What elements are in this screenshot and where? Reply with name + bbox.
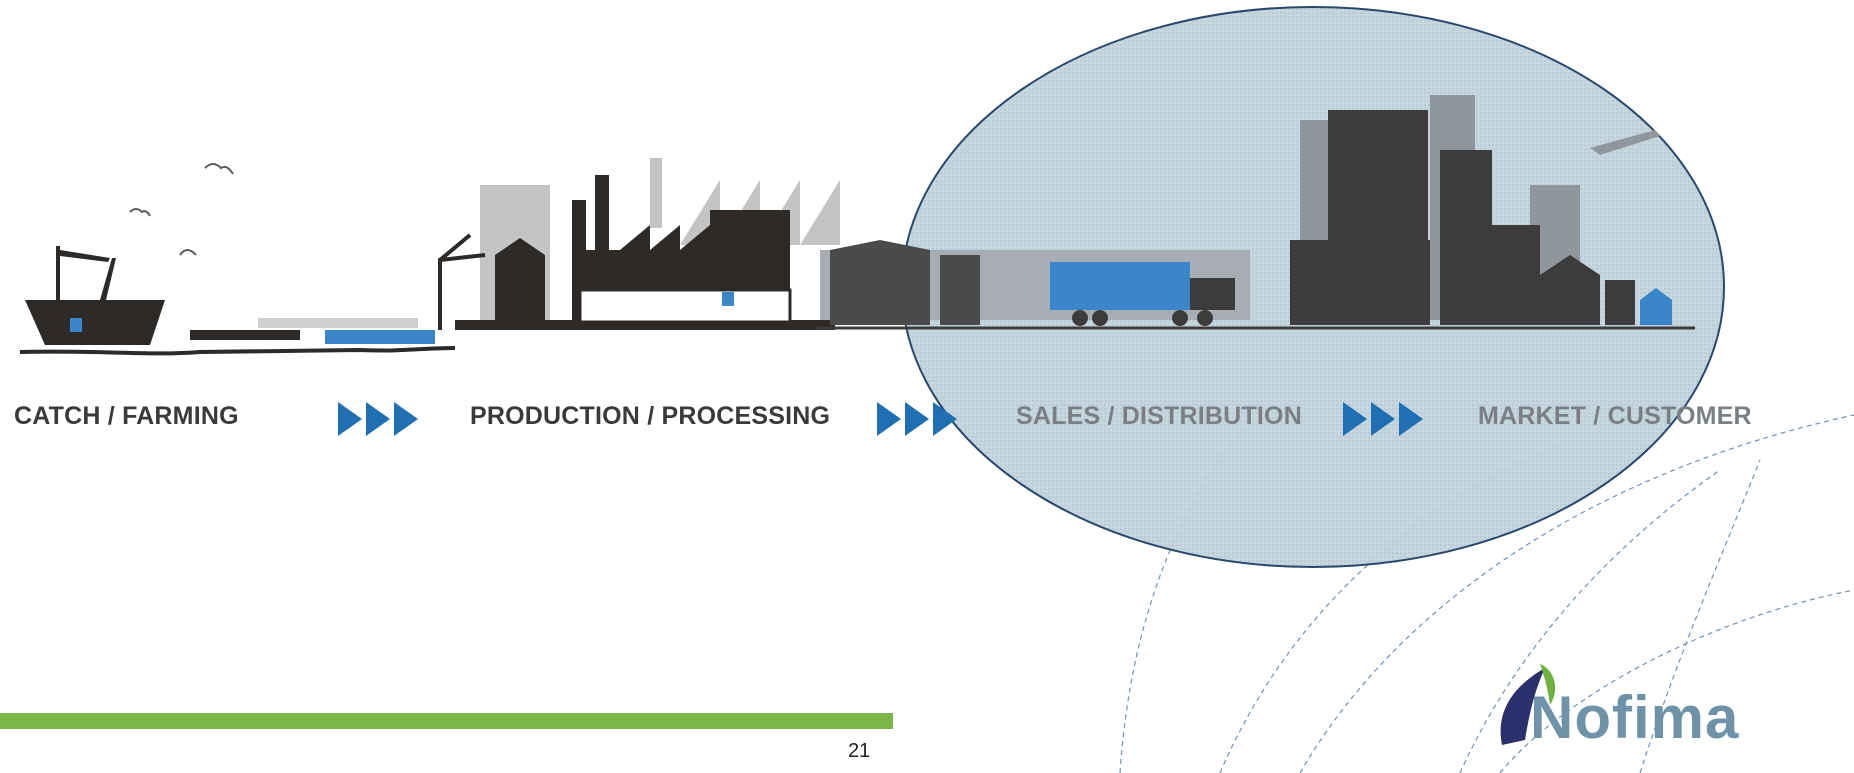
crane-icon <box>438 233 486 330</box>
stage-label-sales-distribution: SALES / DISTRIBUTION <box>1016 402 1302 430</box>
footer-green-bar <box>0 713 893 729</box>
arrow-group-1 <box>338 402 418 436</box>
page-number: 21 <box>848 740 871 762</box>
fishing-boat-icon <box>25 246 165 345</box>
nofima-logo-leaf-icon <box>1500 664 1556 745</box>
arrow-group-2 <box>877 402 957 436</box>
stage-label-production-processing: PRODUCTION / PROCESSING <box>470 402 831 430</box>
nofima-logo-text: Nofima <box>1530 684 1740 751</box>
fish-pens-icon <box>19 318 456 356</box>
factory-icon <box>455 175 835 330</box>
decorative-swirl-lines <box>1119 414 1854 773</box>
birds-icon <box>129 163 234 256</box>
city-skyline-icon <box>815 95 1695 330</box>
stage-label-market-customer: MARKET / CUSTOMER <box>1478 402 1752 430</box>
stage-label-catch-farming: CATCH / FARMING <box>14 402 239 430</box>
arrow-group-3 <box>1343 402 1423 436</box>
